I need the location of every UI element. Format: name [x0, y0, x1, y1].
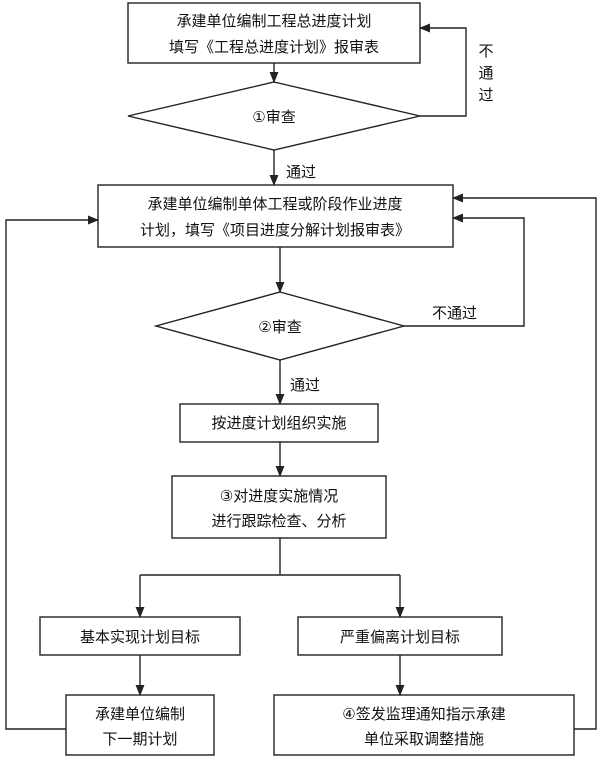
node-unit-schedule-plan-line1: 承建单位编制单体工程或阶段作业进度 — [147, 195, 402, 213]
label-reject-1-char-1: 不 — [478, 42, 493, 60]
node-organize-implementation: 按进度计划组织实施 — [179, 403, 379, 443]
decision-review-2: ②审查 — [153, 291, 407, 361]
node-track-check-analyze-line1: ③对进度实施情况 — [220, 487, 338, 505]
node-next-period-plan-line1: 承建单位编制 — [95, 705, 185, 723]
label-reject-2: 不通过 — [432, 304, 477, 322]
node-next-period-plan: 承建单位编制 下一期计划 — [65, 694, 215, 756]
edge-n7-loop-to-n2 — [5, 215, 100, 730]
label-reject-1: 不 通 过 — [478, 42, 493, 104]
node-issue-supervision-notice-line2: 单位采取调整措施 — [364, 730, 484, 748]
node-total-schedule-plan-line2: 填写《工程总进度计划》报审表 — [169, 38, 379, 56]
node-total-schedule-plan-line1: 承建单位编制工程总进度计划 — [176, 12, 371, 30]
node-unit-schedule-plan-line2: 计划，填写《项目进度分解计划报审表》 — [140, 221, 410, 239]
label-pass-2: 通过 — [290, 376, 320, 394]
decision-review-1-label: ①审查 — [252, 108, 295, 126]
node-basically-achieved-label: 基本实现计划目标 — [80, 628, 200, 646]
node-next-period-plan-line2: 下一期计划 — [102, 730, 177, 748]
edge-d2-reject-to-n2 — [404, 213, 525, 327]
label-reject-1-char-3: 过 — [478, 86, 493, 104]
edge-d1-reject-to-n1 — [418, 23, 467, 117]
node-issue-supervision-notice-line1: ④签发监理通知指示承建 — [342, 705, 505, 723]
node-basically-achieved: 基本实现计划目标 — [39, 616, 241, 656]
decision-review-2-label: ②审查 — [258, 318, 301, 336]
node-issue-supervision-notice: ④签发监理通知指示承建 单位采取调整措施 — [273, 694, 575, 756]
decision-review-1: ①审查 — [127, 81, 421, 151]
label-reject-1-char-2: 通 — [478, 64, 493, 82]
node-severely-deviated: 严重偏离计划目标 — [297, 616, 503, 656]
edge-n8-loop-to-n2 — [451, 193, 597, 730]
node-total-schedule-plan: 承建单位编制工程总进度计划 填写《工程总进度计划》报审表 — [127, 2, 421, 64]
node-severely-deviated-label: 严重偏离计划目标 — [340, 628, 460, 646]
node-track-check-analyze: ③对进度实施情况 进行跟踪检查、分析 — [171, 475, 387, 539]
node-unit-schedule-plan: 承建单位编制单体工程或阶段作业进度 计划，填写《项目进度分解计划报审表》 — [97, 184, 454, 248]
label-pass-1: 通过 — [286, 163, 316, 181]
node-track-check-analyze-line2: 进行跟踪检查、分析 — [211, 512, 346, 530]
node-organize-implementation-label: 按进度计划组织实施 — [211, 414, 346, 432]
